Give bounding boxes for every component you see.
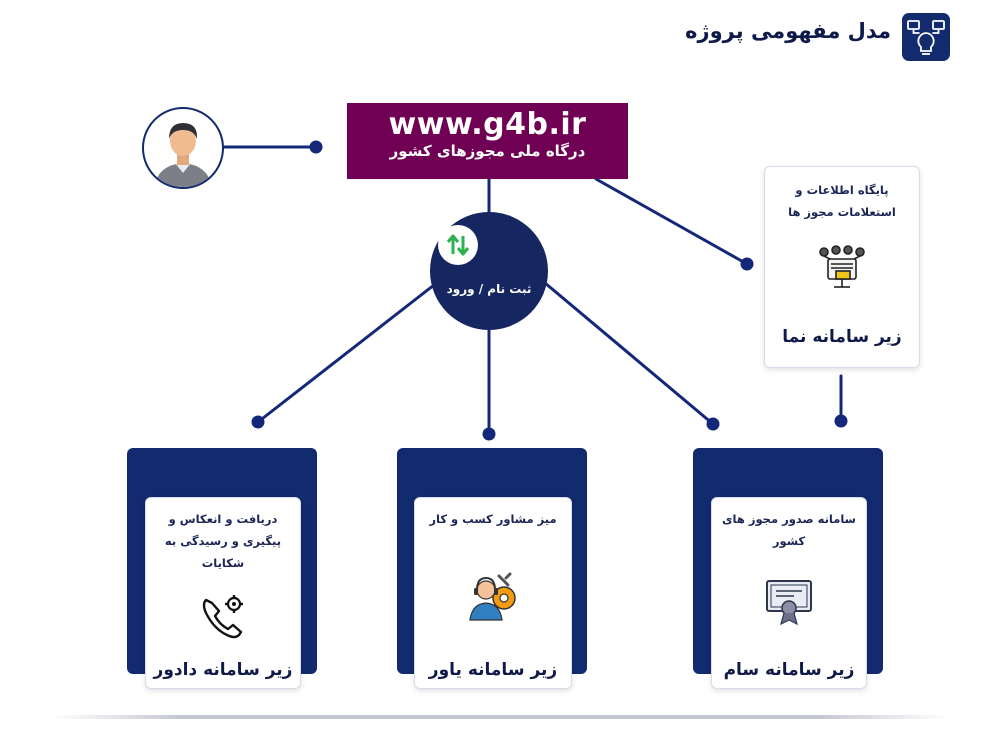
database-network-icon: [816, 243, 868, 299]
certificate-icon: [764, 576, 814, 630]
user-icon: [154, 123, 212, 187]
portal-banner[interactable]: www.g4b.ir درگاه ملی مجوزهای کشور: [347, 103, 628, 179]
connector-dot: [740, 257, 754, 271]
card-description: سامانه صدور مجوز های کشور: [722, 512, 856, 548]
divider: [50, 715, 950, 719]
subsystem-card-dadvar[interactable]: دریافت و انعکاس و پیگیری و رسیدگی به شکا…: [145, 497, 301, 689]
card-title: زیر سامانه دادور: [153, 660, 293, 680]
connector-login-dadvar: [256, 283, 436, 424]
card-description: پایگاه اطلاعات و استعلامات مجوز ها: [788, 183, 896, 219]
connector-portal-nama: [594, 177, 749, 266]
avatar: [142, 107, 224, 189]
portal-url[interactable]: www.g4b.ir: [388, 107, 587, 142]
connector-dot: [251, 415, 265, 429]
support-agent-gear-icon: [466, 568, 520, 626]
connector-dot: [482, 427, 496, 441]
subsystem-card-nama[interactable]: پایگاه اطلاعات و استعلامات مجوز ها زیر س…: [764, 166, 920, 368]
card-description: میز مشاور کسب و کار: [429, 512, 557, 526]
card-title: زیر سامانه نما: [782, 327, 902, 347]
phone-gear-icon: [198, 592, 248, 646]
subsystem-card-yavar[interactable]: میز مشاور کسب و کار زیر سامانه یاور: [414, 497, 572, 689]
up-down-arrows-icon: [438, 225, 478, 265]
lightbulb-network-icon: [902, 13, 950, 61]
connector-login-sam: [543, 281, 715, 426]
connector-dot: [309, 140, 323, 154]
subsystem-card-sam[interactable]: سامانه صدور مجوز های کشور زیر سامانه سام: [711, 497, 867, 689]
card-title: زیر سامانه سام: [723, 660, 855, 680]
card-title: زیر سامانه یاور: [428, 660, 558, 680]
login-label[interactable]: ثبت نام / ورود: [446, 282, 532, 296]
connector-dot: [706, 417, 720, 431]
page-title: مدل مفهومی پروژه: [685, 19, 891, 43]
card-description: دریافت و انعکاس و پیگیری و رسیدگی به شکا…: [164, 512, 282, 570]
portal-name: درگاه ملی مجوزهای کشور: [389, 142, 586, 160]
connector-dot: [834, 414, 848, 428]
